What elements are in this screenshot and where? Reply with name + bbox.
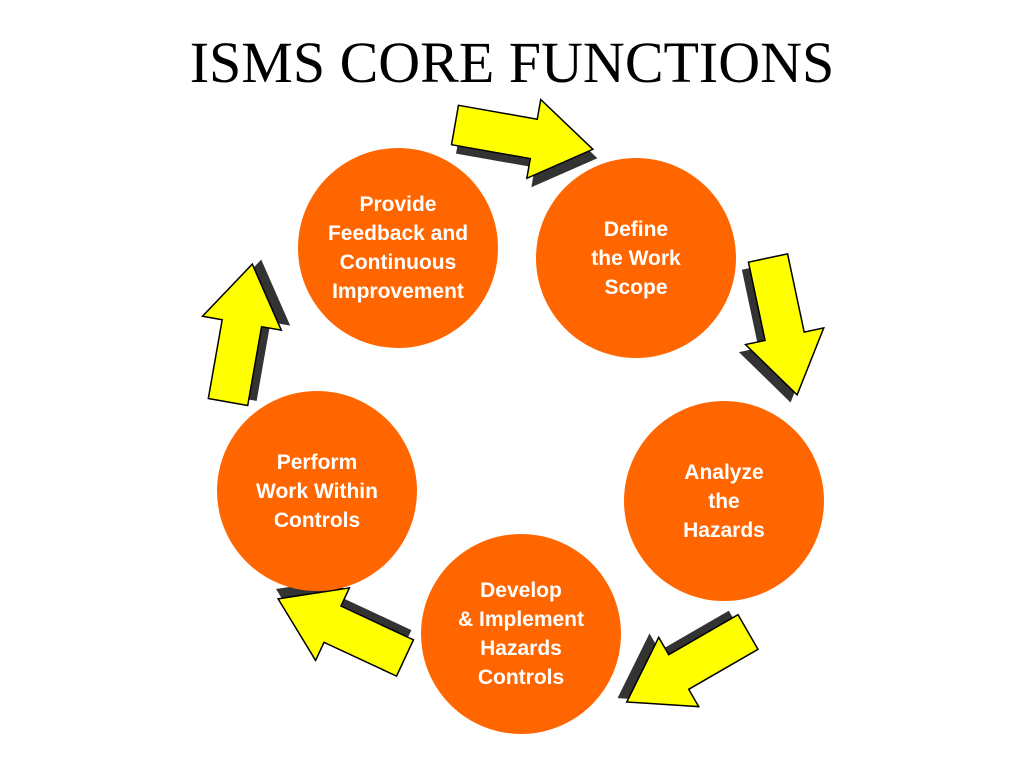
step-develop-controls: Develop & Implement Hazards Controls (421, 534, 621, 734)
step-define-work-scope: Define the Work Scope (536, 158, 736, 358)
step-label: Develop & Implement Hazards Controls (457, 579, 585, 689)
step-provide-feedback: Provide Feedback and Continuous Improvem… (298, 148, 498, 348)
step-perform-work: Perform Work Within Controls (217, 391, 417, 591)
step-label: Provide Feedback and Continuous Improvem… (327, 193, 469, 303)
step-label: Analyze the Hazards (683, 460, 765, 542)
step-label: Perform Work Within Controls (256, 450, 378, 532)
arrow-analyze-to-develop (597, 593, 769, 738)
arrow-perform-to-feedback (187, 252, 301, 410)
page-title: ISMS CORE FUNCTIONS (189, 30, 835, 95)
arrow-define-to-analyze (722, 248, 837, 411)
step-analyze-hazards: Analyze the Hazards (624, 401, 824, 601)
step-label: Define the Work Scope (591, 217, 681, 299)
